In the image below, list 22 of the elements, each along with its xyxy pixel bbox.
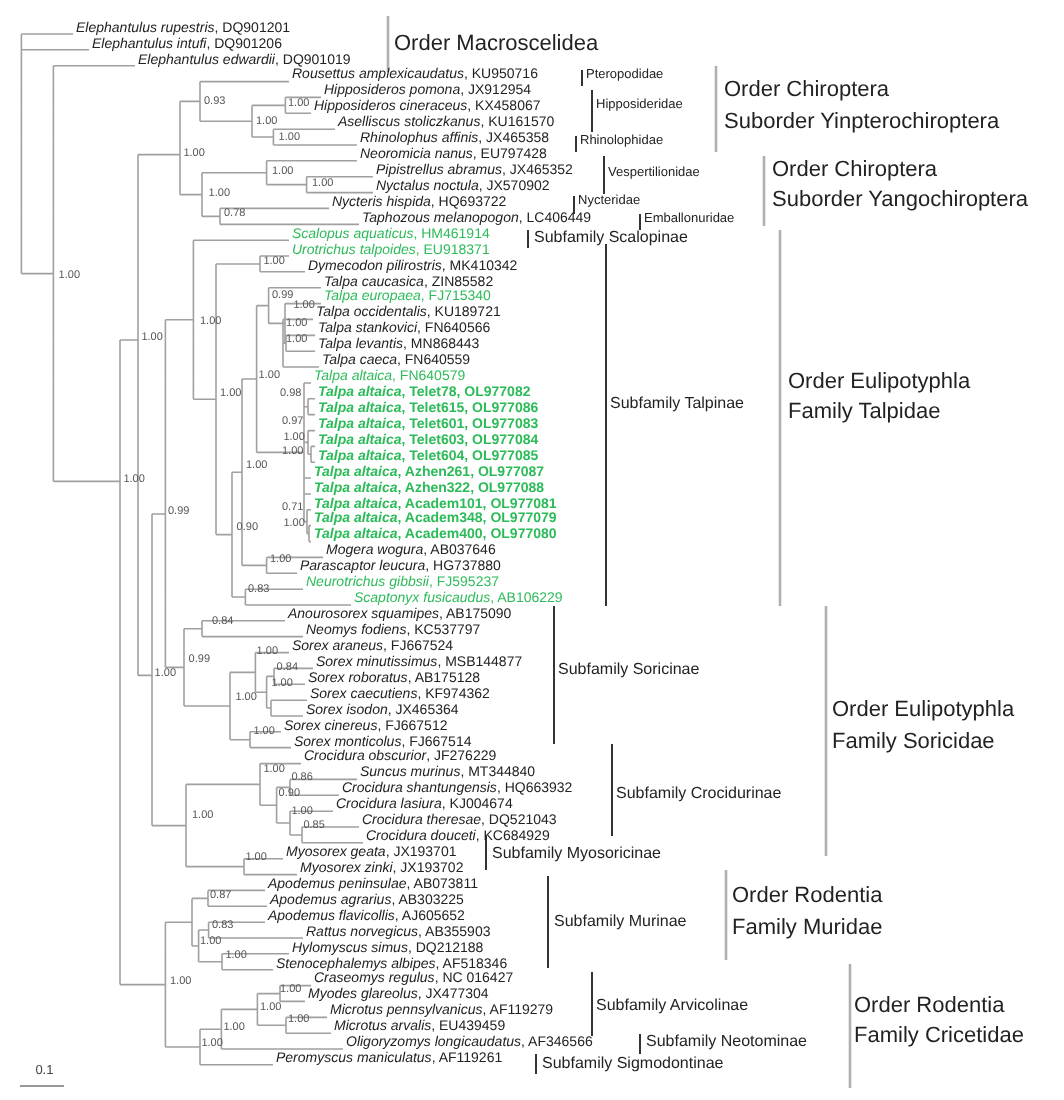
clade-label: Family Cricetidae	[854, 1025, 1024, 1048]
subfamily-label: Subfamily Murinae	[554, 913, 687, 930]
clade-label: Order Macroscelidea	[394, 33, 599, 56]
clade-label: Order Eulipotyphla	[788, 371, 971, 394]
clade-label: Family Talpidae	[788, 401, 941, 424]
subfamily-label: Subfamily Arvicolinae	[596, 997, 749, 1014]
subfamily-label: Subfamily Soricinae	[558, 661, 700, 678]
subfamily-label: Subfamily Neotominae	[646, 1033, 807, 1050]
subfamily-label: Subfamily Talpinae	[610, 395, 745, 412]
subfamily-label: Subfamily Sigmodontinae	[542, 1055, 724, 1072]
clade-label: Suborder Yangochiroptera	[772, 189, 1029, 212]
subfamily-label: Subfamily Crocidurinae	[616, 785, 782, 802]
subfamily-label: Subfamily Myosoricinae	[492, 845, 661, 862]
clade-label: Family Soricidae	[832, 731, 995, 754]
clade-label: Order Chiroptera	[724, 79, 890, 102]
clade-label: Suborder Yinpterochiroptera	[724, 111, 1000, 134]
clade-label: Family Muridae	[732, 917, 883, 940]
clade-label: Order Rodentia	[732, 885, 883, 908]
subfamily-label: Subfamily Scalopinae	[534, 229, 688, 246]
clade-label: Order Rodentia	[854, 995, 1005, 1018]
clade-label: Order Chiroptera	[772, 159, 938, 182]
clade-label: Order Eulipotyphla	[832, 699, 1015, 722]
